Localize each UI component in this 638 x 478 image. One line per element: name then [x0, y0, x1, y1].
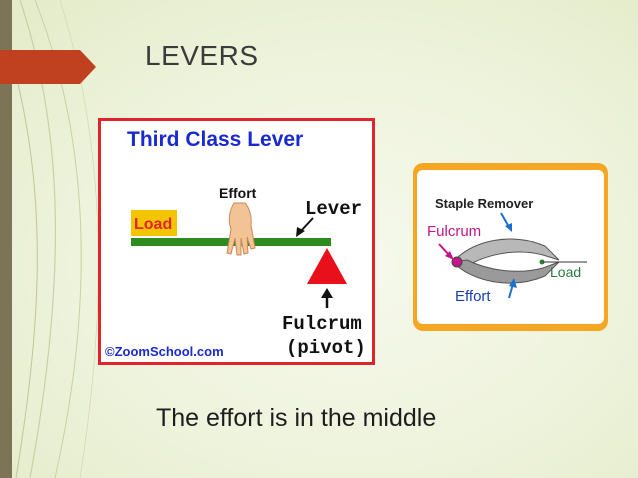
load-box — [131, 210, 177, 236]
third-class-lever-diagram: Third Class Lever Load Effort Lever — [98, 118, 375, 365]
staple-effort-label: Effort — [455, 288, 491, 305]
slide-title: LEVERS — [145, 40, 259, 71]
heading-arrow — [500, 212, 512, 232]
fulcrum-triangle — [307, 248, 347, 284]
lever-diagram-heading: Third Class Lever — [127, 128, 303, 151]
hand-icon — [226, 202, 256, 256]
lever-label: Lever — [305, 198, 362, 220]
slide-caption: The effort is in the middle — [156, 404, 437, 432]
staple-load-label: Load — [550, 264, 581, 280]
staple-fulcrum-arrow — [438, 243, 454, 260]
staple-effort-arrow — [508, 278, 517, 299]
title-arrow-shape — [0, 50, 96, 84]
pivot-label: (pivot) — [286, 337, 366, 359]
staple-remover-diagram: Staple Remover Fulcrum — [413, 163, 608, 331]
staple-remover-panel: Staple Remover Fulcrum — [417, 170, 604, 324]
staple-fulcrum-label: Fulcrum — [427, 223, 481, 240]
left-accent-bar — [0, 0, 12, 478]
staple-remover-icon — [451, 238, 560, 284]
fulcrum-arrow — [321, 288, 333, 308]
load-label: Load — [134, 216, 172, 233]
effort-label: Effort — [219, 185, 257, 201]
credit-label: ©ZoomSchool.com — [105, 344, 224, 359]
lever-arrow — [296, 217, 314, 237]
staple-remover-heading: Staple Remover — [435, 196, 533, 211]
fulcrum-label: Fulcrum — [282, 313, 362, 335]
